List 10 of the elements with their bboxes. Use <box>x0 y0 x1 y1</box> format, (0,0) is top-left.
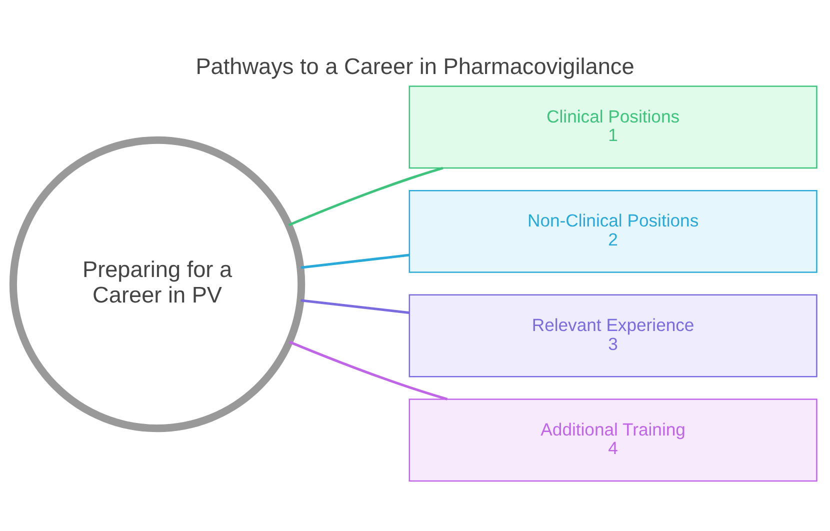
diagram-title: Pathways to a Career in Pharmacovigilance <box>196 54 634 79</box>
node-box: Additional Training 4 <box>408 398 818 482</box>
node-box: Non-Clinical Positions 2 <box>408 189 818 272</box>
node-circle: Preparing for a Career in PV <box>9 136 306 432</box>
connector <box>288 340 448 400</box>
connector <box>300 253 410 268</box>
connector <box>300 298 410 314</box>
connector <box>288 166 444 226</box>
node-box: Clinical Positions 1 <box>408 85 818 168</box>
node-box: Relevant Experience 3 <box>408 294 818 377</box>
